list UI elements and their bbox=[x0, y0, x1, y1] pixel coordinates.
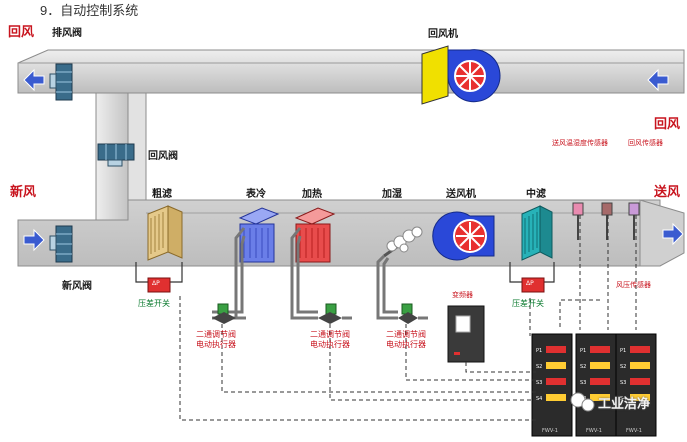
cooling-coil-icon bbox=[238, 207, 280, 263]
valve-actuator-3-label: 二通调节阀 电动执行器 bbox=[386, 330, 426, 350]
supply-fan-icon bbox=[432, 211, 495, 261]
coarse-filter-label: 粗滤 bbox=[152, 189, 172, 200]
controller-display bbox=[546, 378, 566, 385]
controller-row-label: P1 bbox=[620, 348, 626, 354]
humidifier-label: 加湿 bbox=[382, 189, 402, 200]
return-duct bbox=[17, 49, 685, 94]
return-air-sensor-icon bbox=[601, 202, 613, 240]
controller-display bbox=[590, 378, 610, 385]
fresh-air-damper-icon bbox=[49, 225, 73, 263]
supply-air-arrow-icon bbox=[662, 222, 684, 246]
valve-2-icon bbox=[318, 303, 342, 324]
return-fan-icon bbox=[421, 45, 501, 105]
temp-humidity-sensor-icon bbox=[572, 202, 584, 240]
controller-display bbox=[630, 378, 650, 385]
valve-actuator-1-label: 二通调节阀 电动执行器 bbox=[196, 330, 236, 350]
return-out-arrow-icon bbox=[23, 68, 45, 92]
supply-air-label: 送风 bbox=[654, 185, 681, 200]
inverter-label: 变频器 bbox=[452, 291, 473, 299]
controller-display bbox=[630, 394, 650, 401]
controller-display bbox=[630, 346, 650, 353]
diagram-title: 9．自动控制系统 bbox=[40, 3, 139, 18]
supply-fan-label: 送风机 bbox=[446, 189, 476, 200]
dp-badge-2: ΔP bbox=[526, 280, 534, 287]
coarse-filter-icon bbox=[147, 205, 183, 261]
surface-cooler-label: 表冷 bbox=[246, 189, 266, 200]
exhaust-damper-label: 排风阀 bbox=[52, 28, 82, 39]
valve-3-icon bbox=[398, 303, 418, 324]
air-pressure-sensor-label: 风压传感器 bbox=[616, 281, 651, 289]
fresh-air-damper-label: 新风阀 bbox=[62, 281, 92, 292]
controller-display bbox=[590, 394, 610, 401]
heating-coil-icon bbox=[294, 207, 336, 263]
inverter-icon bbox=[447, 305, 485, 363]
controller-display bbox=[546, 346, 566, 353]
watermark-icon bbox=[570, 392, 595, 412]
return-fan-label: 回风机 bbox=[428, 29, 458, 40]
medium-filter-icon bbox=[521, 205, 553, 261]
diff-pressure-switch-1-icon bbox=[135, 262, 183, 293]
controller-row-label: S2 bbox=[580, 364, 586, 370]
controller-display bbox=[630, 362, 650, 369]
dp-badge-1: ΔP bbox=[152, 280, 160, 287]
return-in-arrow-icon bbox=[647, 68, 669, 92]
return-air-label: 回风 bbox=[8, 25, 35, 40]
diff-pressure-switch-1-label: 压差开关 bbox=[138, 299, 170, 308]
return-air-damper-icon bbox=[97, 143, 135, 167]
controller-row-label: P1 bbox=[580, 348, 586, 354]
return-air-sensor-label: 回风传感器 bbox=[628, 139, 663, 147]
diff-pressure-switch-2-label: 压差开关 bbox=[512, 299, 544, 308]
controller-brand-label: FWV-1 bbox=[626, 428, 642, 434]
medium-filter-label: 中滤 bbox=[526, 189, 546, 200]
valve-actuator-2-label: 二通调节阀 电动执行器 bbox=[310, 330, 350, 350]
controller-display bbox=[546, 362, 566, 369]
signal-wiring bbox=[179, 215, 637, 421]
controller-row-label: S4 bbox=[620, 396, 626, 402]
controller-display bbox=[590, 346, 610, 353]
controller-display bbox=[590, 362, 610, 369]
controller-row-label: S2 bbox=[536, 364, 542, 370]
controller-brand-label: FWV-1 bbox=[586, 428, 602, 434]
return-air-right-label: 回风 bbox=[654, 117, 681, 132]
valve-1-icon bbox=[212, 303, 236, 324]
fresh-air-arrow-icon bbox=[23, 228, 45, 252]
air-pressure-sensor-icon bbox=[628, 202, 640, 240]
controller-display bbox=[546, 394, 566, 401]
heater-label: 加热 bbox=[302, 189, 322, 200]
watermark-text: 工业洁净 bbox=[598, 397, 651, 412]
humidifier-pipe bbox=[376, 254, 398, 320]
controller-row-label: P1 bbox=[536, 348, 542, 354]
humidifier-icon bbox=[383, 226, 423, 258]
controller-row-label: S4 bbox=[536, 396, 542, 402]
return-air-damper-label: 回风阀 bbox=[148, 151, 178, 162]
exhaust-damper-icon bbox=[49, 63, 73, 101]
controller-row-label: S2 bbox=[620, 364, 626, 370]
diff-pressure-switch-2-icon bbox=[509, 262, 555, 293]
controller-row-label: S3 bbox=[580, 380, 586, 386]
fresh-air-label: 新风 bbox=[10, 185, 37, 200]
heating-pipe bbox=[290, 227, 318, 320]
controller-row-label: S3 bbox=[620, 380, 626, 386]
temp-humidity-sensor-label: 送风温湿度传感器 bbox=[552, 139, 608, 147]
controller-brand-label: FWV-1 bbox=[542, 428, 558, 434]
controller-row-label: S3 bbox=[536, 380, 542, 386]
